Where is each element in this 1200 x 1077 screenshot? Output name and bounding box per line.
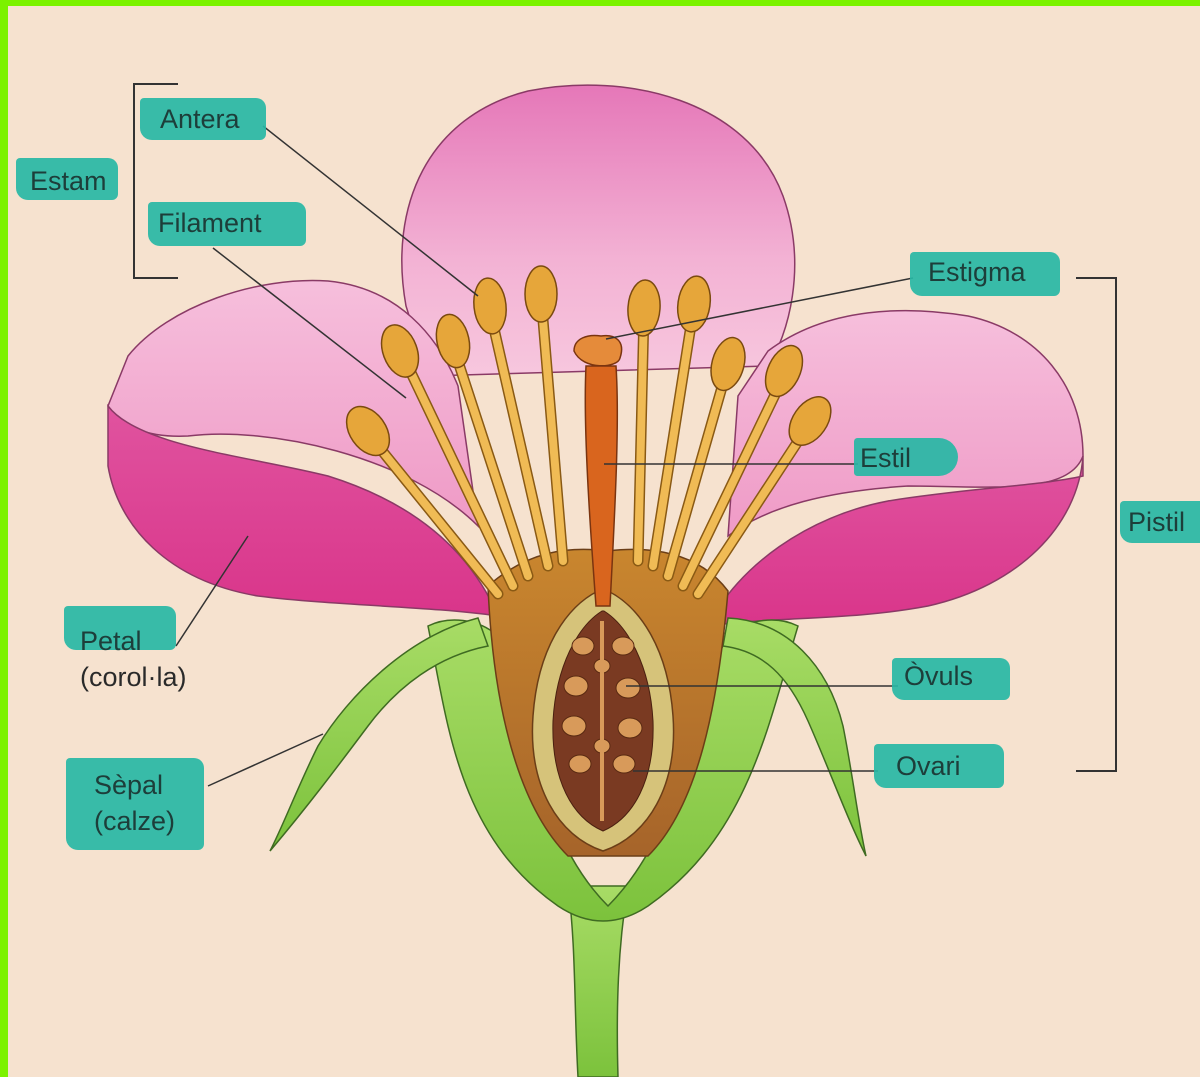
label-pistil: Pistil [1128, 507, 1185, 537]
flower-diagram [8, 6, 1200, 1077]
label-estil: Estil [860, 443, 911, 473]
label-petal: Petal [80, 626, 142, 656]
pistil-bracket [1076, 278, 1116, 771]
label-estam: Estam [30, 166, 107, 196]
label-ovuls: Òvuls [904, 661, 973, 691]
label-sepal-sub: (calze) [94, 806, 175, 836]
diagram-page: Antera Estam Filament Estigma Estil Pist… [8, 6, 1200, 1077]
label-filament: Filament [158, 208, 262, 238]
label-estigma: Estigma [928, 257, 1026, 287]
label-sepal: Sèpal [94, 770, 163, 800]
label-ovari: Ovari [896, 751, 961, 781]
label-antera: Antera [160, 104, 240, 134]
label-petal-sub: (corol·la) [80, 662, 187, 692]
